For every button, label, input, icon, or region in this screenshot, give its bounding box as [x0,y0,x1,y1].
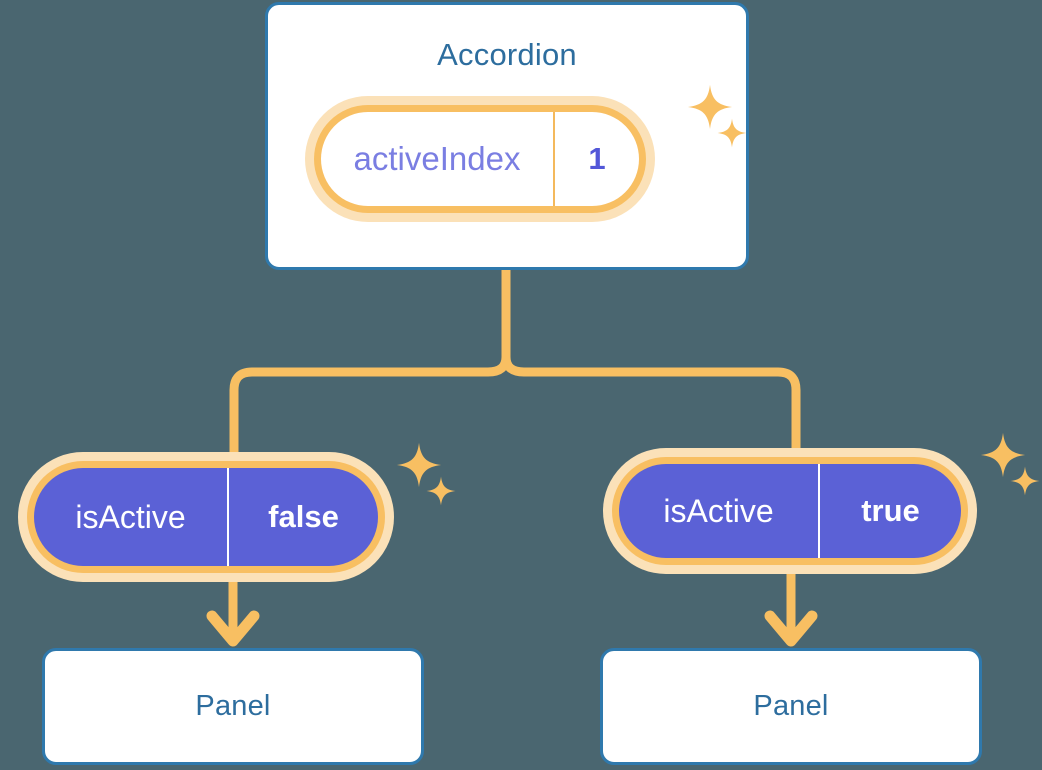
arrow-left-pill-to-panel [206,573,260,647]
pill-halo: activeIndex 1 [305,96,655,222]
panel-title: Panel [195,690,271,722]
sparkle-icon [396,442,442,488]
pill-body: isActive true [619,464,961,558]
state-pill-is-active-false[interactable]: isActive false [18,452,394,582]
panel-title: Panel [753,690,829,722]
state-pill-is-active-true[interactable]: isActive true [603,448,977,574]
pill-ring: isActive false [27,461,385,573]
pill-ring: activeIndex 1 [314,105,646,213]
connector-branch-right [501,352,801,457]
pill-body: isActive false [34,468,378,566]
state-key-label: activeIndex [353,140,521,177]
state-value-label: 1 [553,112,639,206]
connector-branch-left [229,352,511,460]
pill-body: activeIndex 1 [321,112,639,206]
panel-card-left[interactable]: Panel [42,648,424,765]
pill-ring: isActive true [612,457,968,565]
pill-halo: isActive true [603,448,977,574]
sparkle-icon [980,432,1026,478]
state-value-label: true [818,464,961,558]
state-key-label: isActive [75,498,186,535]
accordion-title: Accordion [437,37,577,72]
pill-halo: isActive false [18,452,394,582]
sparkle-icon [1010,466,1040,496]
sparkle-icon [426,476,456,506]
arrow-right-pill-to-panel [764,565,818,647]
panel-card-right[interactable]: Panel [600,648,982,765]
state-value-label: false [227,468,378,566]
state-pill-active-index[interactable]: activeIndex 1 [305,96,655,222]
state-key-label: isActive [663,492,774,529]
